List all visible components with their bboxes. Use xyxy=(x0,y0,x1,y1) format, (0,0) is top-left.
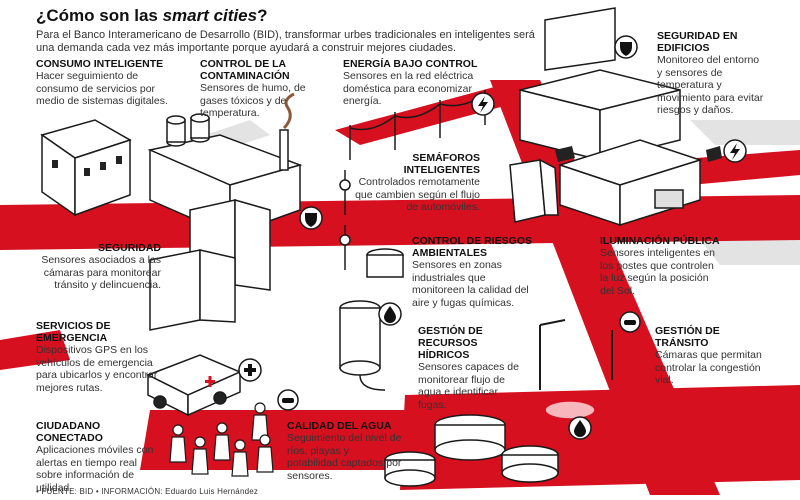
label-seguridad: SEGURIDAD Sensores asociados a las cámar… xyxy=(36,242,161,292)
label-body: Sensores de humo, de gases tóxicos y de … xyxy=(200,82,306,119)
page-title: ¿Cómo son las smart cities? xyxy=(36,6,556,26)
label-title: GESTIÓN DE RECURSOS HÍDRICOS xyxy=(418,325,483,361)
header: ¿Cómo son las smart cities? Para el Banc… xyxy=(36,6,556,55)
label-title: GESTIÓN DE TRÁNSITO xyxy=(655,325,720,349)
label-title: CALIDAD DEL AGUA xyxy=(287,420,392,432)
intro-text: Para el Banco Interamericano de Desarrol… xyxy=(36,29,535,54)
label-contaminacion: CONTROL DE LA CONTAMINACIÓN Sensores de … xyxy=(200,58,320,120)
label-seguridad-edificios: SEGURIDAD EN EDIFICIOS Monitoreo del ent… xyxy=(657,30,767,117)
water-drop-icon xyxy=(378,302,402,326)
label-hidricos: GESTIÓN DE RECURSOS HÍDRICOS Sensores ca… xyxy=(418,325,528,411)
citizens xyxy=(169,402,274,477)
label-title: CONSUMO INTELIGENTE xyxy=(36,58,164,70)
lightning-icon xyxy=(723,139,747,163)
label-emergencia: SERVICIOS DE EMERGENCIA Dispositivos GPS… xyxy=(36,320,171,394)
lightning-icon xyxy=(471,92,495,116)
source-footer: • FUENTE: BID • INFORMACIÓN: Eduardo Lui… xyxy=(36,487,259,496)
label-body: Sensores en la red eléctrica doméstica p… xyxy=(343,70,474,107)
label-body: Monitoreo del entorno y sensores de temp… xyxy=(657,54,764,116)
ambulance xyxy=(146,354,242,417)
label-title: SERVICIOS DE EMERGENCIA xyxy=(36,320,111,344)
label-body: Controlados remotamente que cambien segú… xyxy=(355,176,480,213)
label-title: SEMÁFOROS INTELIGENTES xyxy=(403,152,480,176)
label-iluminacion: ILUMINACIÓN PÚBLICA Sensores inteligente… xyxy=(600,235,720,297)
buildings-top-right xyxy=(519,7,703,227)
water-treatment xyxy=(384,400,596,487)
title-suffix: ? xyxy=(257,6,268,25)
tanks xyxy=(339,248,404,391)
label-title: ENERGÍA BAJO CONTROL xyxy=(343,58,478,70)
label-title: SEGURIDAD xyxy=(97,242,161,254)
label-title: CONTROL DE RIESGOS AMBIENTALES xyxy=(412,235,532,259)
street-lamps xyxy=(539,319,613,390)
towers xyxy=(149,199,271,331)
label-title: CIUDADANO CONECTADO xyxy=(36,420,103,444)
water-drop-icon xyxy=(568,416,592,440)
shield-icon xyxy=(614,35,638,59)
label-body: Dispositivos GPS en los vehículos de eme… xyxy=(36,344,158,394)
label-body: Sensores capaces de monitorear flujo de … xyxy=(418,361,519,411)
houses-left xyxy=(40,119,132,217)
title-prefix: ¿Cómo son las xyxy=(36,6,163,25)
solar-panel-icon xyxy=(555,146,722,162)
truck xyxy=(509,158,559,223)
shield-icon xyxy=(299,206,323,230)
label-body: Seguimiento del nivel de ríos, playas y … xyxy=(287,432,402,482)
label-title: SEGURIDAD EN EDIFICIOS xyxy=(657,30,738,54)
label-body: Hacer seguimiento de consumo de servicio… xyxy=(36,70,168,107)
label-agua: CALIDAD DEL AGUA Seguimiento del nivel d… xyxy=(287,420,402,482)
label-riesgos: CONTROL DE RIESGOS AMBIENTALES Sensores … xyxy=(412,235,532,309)
label-consumo: CONSUMO INTELIGENTE Hacer seguimiento de… xyxy=(36,58,181,108)
label-title: ILUMINACIÓN PÚBLICA xyxy=(600,235,720,247)
label-body: Sensores asociados a las cámaras para mo… xyxy=(41,254,161,291)
label-title: CONTROL DE LA CONTAMINACIÓN xyxy=(200,58,290,82)
label-body: Sensores en zonas industriales que monit… xyxy=(412,259,529,309)
label-semaforos: SEMÁFOROS INTELIGENTES Controlados remot… xyxy=(350,152,480,214)
label-transito: GESTIÓN DE TRÁNSITO Cámaras que permitan… xyxy=(655,325,765,387)
traffic-light xyxy=(339,170,351,270)
label-body: Aplicaciones móviles con alertas en tiem… xyxy=(36,444,154,494)
car-icon xyxy=(277,389,299,411)
label-body: Cámaras que permitan controlar la conges… xyxy=(655,349,762,386)
label-ciudadano: CIUDADANO CONECTADO Aplicaciones móviles… xyxy=(36,420,161,494)
plus-icon xyxy=(238,358,262,382)
title-emphasis: smart cities xyxy=(162,6,258,25)
label-body: Sensores inteligentes en los postes que … xyxy=(600,247,715,297)
label-energia: ENERGÍA BAJO CONTROL Sensores en la red … xyxy=(343,58,488,108)
car-icon xyxy=(619,311,641,333)
